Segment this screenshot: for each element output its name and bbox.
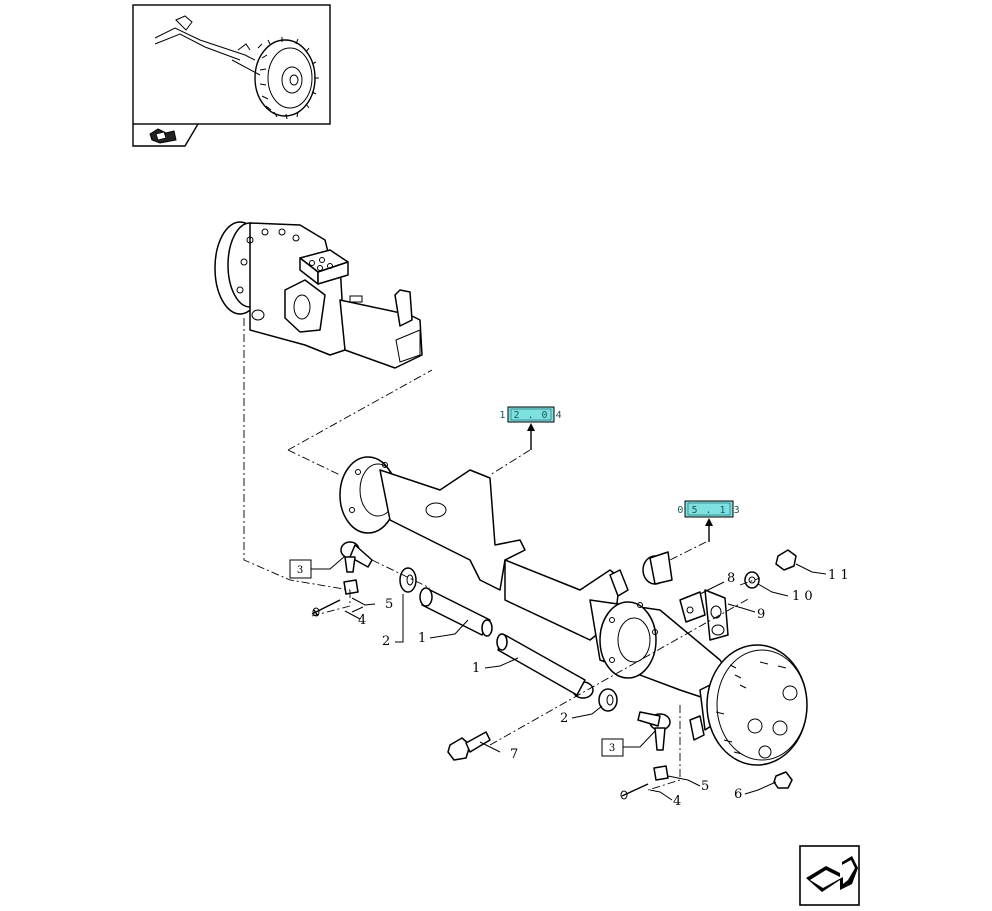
steering-knuckle-hub: [214, 221, 423, 369]
axle-beam: [339, 456, 741, 701]
tractor-axle-thumbnail-icon: [154, 15, 319, 120]
svg-text:3: 3: [609, 743, 615, 754]
callout-4-right: 4: [673, 794, 681, 809]
pivot-boss: [642, 551, 673, 585]
thrust-washer-left: [399, 567, 417, 593]
callout-2-left: 2: [382, 634, 390, 649]
callout-10: 1 0: [792, 589, 813, 604]
hex-bolt: [447, 731, 491, 761]
tie-rod-end-left: [340, 541, 373, 573]
pivot-pin-lower: [496, 633, 586, 696]
reference-box-12-04[interactable]: 1 2 . 0 4: [499, 406, 562, 450]
bracket-plate: [704, 589, 729, 641]
wheel-nut: [773, 771, 793, 789]
castle-nut-left: [343, 579, 359, 595]
thrust-washer-right: [598, 688, 618, 712]
callout-1-lower: 1: [472, 661, 480, 676]
reference-box-05-13[interactable]: 0 5 . 1 3: [677, 500, 740, 542]
right-wheel-hub: [689, 644, 808, 766]
callout-4-left: 4: [358, 613, 366, 628]
hex-nut: [775, 549, 797, 571]
cotter-pin-right: [621, 783, 649, 797]
callout-9: 9: [757, 607, 765, 622]
callout-7: 7: [510, 747, 518, 762]
castle-nut-right: [653, 765, 669, 781]
callout-8: 8: [727, 571, 735, 586]
callout-6: 6: [734, 787, 742, 802]
next-page-arrow-icon[interactable]: [799, 845, 860, 906]
callout-box-3-left: 3: [289, 555, 346, 579]
callout-box-3-right: 3: [601, 729, 657, 757]
flat-washer: [744, 571, 760, 589]
callout-5-right: 5: [701, 779, 709, 794]
manual-book-icon: [149, 128, 177, 144]
callout-5-left: 5: [385, 597, 393, 612]
callout-1-upper: 1: [418, 631, 426, 646]
callout-11: 1 1: [828, 568, 849, 583]
callout-2-right: 2: [560, 711, 568, 726]
tie-rod-end-right: [637, 711, 671, 751]
reference-label: 0 5 . 1 3: [677, 505, 740, 516]
thumbnail-panel[interactable]: [132, 4, 331, 147]
mounting-bracket: [679, 591, 706, 623]
reference-label: 1 2 . 0 4: [499, 410, 562, 421]
pivot-pin-upper: [419, 587, 493, 637]
svg-text:3: 3: [297, 565, 303, 576]
